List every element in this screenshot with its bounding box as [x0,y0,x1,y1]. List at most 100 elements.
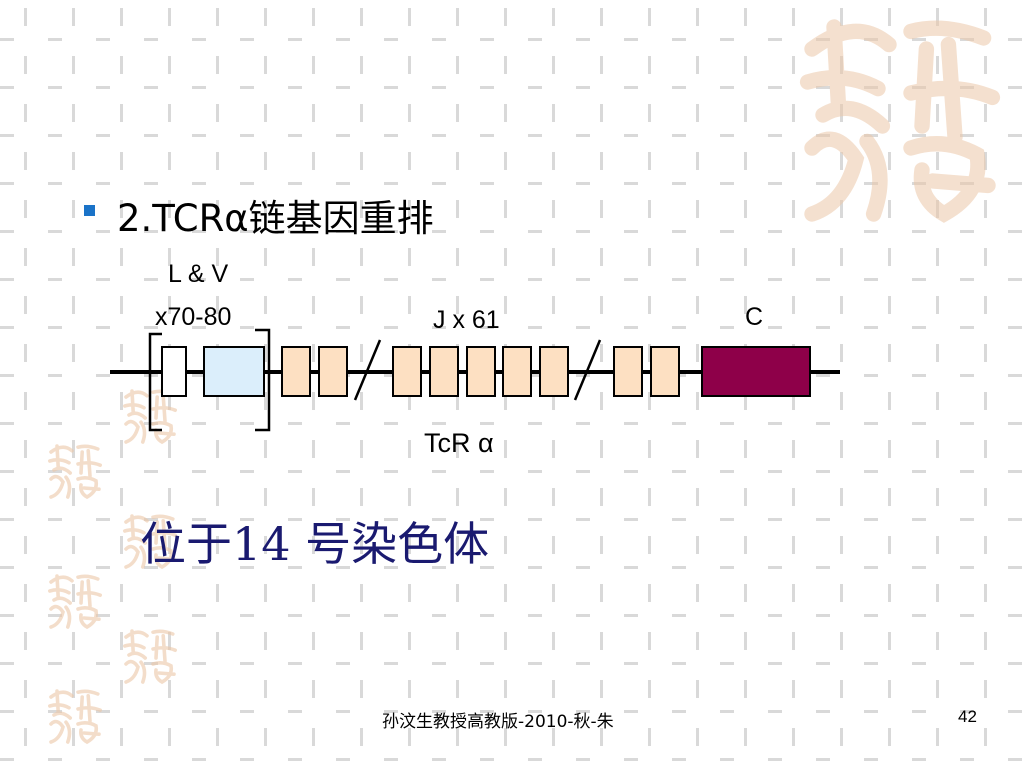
grid-dash [696,488,699,506]
grid-dash [984,56,987,74]
grid-dash [792,392,795,410]
grid-dash [792,728,795,746]
grid-dash [912,326,926,329]
grid-dash [552,536,555,554]
grid-dash [792,296,795,314]
grid-dash [720,758,734,761]
grid-dash [744,392,747,410]
grid-dash [552,440,555,458]
j-segment [318,346,348,397]
lv-label-line2: x70-80 [155,303,232,331]
grid-dash [960,614,974,617]
grid-dash [456,728,459,746]
grid-dash [264,296,267,314]
grid-dash [432,278,446,281]
grid-dash [264,104,267,122]
grid-dash [168,536,171,554]
grid-dash [96,566,110,569]
grid-dash [72,104,75,122]
grid-dash [576,38,590,41]
grid-dash [360,488,363,506]
grid-dash [936,392,939,410]
grid-dash [216,56,219,74]
grid-dash [816,422,830,425]
grid-dash [648,488,651,506]
grid-dash [120,584,123,602]
grid-dash [312,344,315,362]
grid-dash [888,536,891,554]
grid-dash [432,86,446,89]
grid-dash [360,56,363,74]
grid-dash [744,152,747,170]
j-segment [613,346,643,397]
grid-dash [240,614,254,617]
grid-dash [264,344,267,362]
grid-dash [1008,566,1022,569]
seal-watermarks [48,19,1001,745]
grid-dash [408,248,411,266]
grid-dash [264,8,267,26]
grid-dash [408,296,411,314]
grid-dash [24,8,27,26]
grid-dash [144,470,158,473]
grid-dash [960,662,974,665]
j-segment [392,346,422,397]
grid-dash [96,230,110,233]
grid-dash [552,728,555,746]
grid-dash [408,8,411,26]
j-segment [281,346,311,397]
grid-dash [72,488,75,506]
grid-dash [432,326,446,329]
grid-dash [216,8,219,26]
j-segment [650,346,680,397]
auspicious-seal-icon [123,629,178,685]
grid-dash [312,104,315,122]
grid-dash [1008,662,1022,665]
grid-dash [240,134,254,137]
grid-dash [288,278,302,281]
grid-dash [288,662,302,665]
grid-dash [0,566,14,569]
grid-dash [528,38,542,41]
grid-dash [72,536,75,554]
grid-dash [72,632,75,650]
grid-dash [48,470,62,473]
grid-dash [192,422,206,425]
grid-dash [600,8,603,26]
grid-dash [816,614,830,617]
grid-dash [984,536,987,554]
grid-dash [216,440,219,458]
grid-dash [192,182,206,185]
grid-dash [480,422,494,425]
grid-dash [120,248,123,266]
grid-dash [960,134,974,137]
l-segment [161,346,187,397]
grid-dash [96,134,110,137]
grid-dash [840,152,843,170]
grid-dash [504,200,507,218]
grid-dash [240,470,254,473]
grid-dash [168,248,171,266]
grid-dash [912,230,926,233]
grid-dash [936,8,939,26]
grid-dash [816,566,830,569]
grid-dash [384,182,398,185]
grid-dash [48,278,62,281]
grid-dash [96,38,110,41]
grid-dash [648,200,651,218]
grid-dash [480,470,494,473]
grid-dash [288,566,302,569]
j-segment [429,346,459,397]
grid-dash [168,632,171,650]
grid-dash [624,182,638,185]
grid-dash [168,440,171,458]
grid-dash [552,248,555,266]
grid-dash [168,392,171,410]
grid-dash [312,248,315,266]
grid-dash [912,38,926,41]
grid-dash [504,392,507,410]
grid-dash [624,662,638,665]
grid-dash [144,134,158,137]
grid-dash [552,104,555,122]
grid-dash [216,584,219,602]
